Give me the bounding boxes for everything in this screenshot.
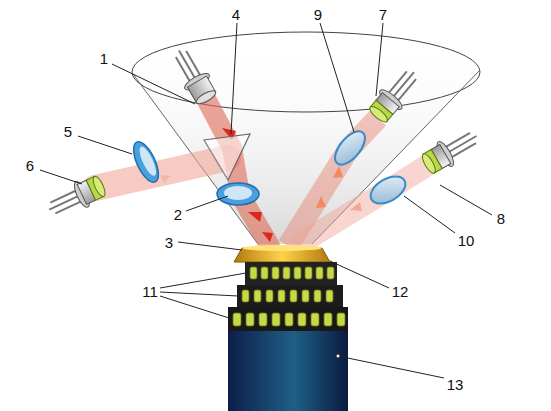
callout-number: 1 — [100, 51, 108, 66]
callout-number: 6 — [26, 158, 34, 173]
callout-number: 4 — [232, 7, 240, 22]
callout-number: 11 — [142, 284, 158, 299]
callout-number: 2 — [174, 207, 182, 222]
callout-number: 12 — [392, 284, 409, 299]
callout-number: 10 — [458, 233, 475, 248]
callout-number: 3 — [165, 235, 173, 250]
callout-number: 5 — [64, 124, 72, 139]
callout-number: 8 — [497, 211, 505, 226]
callout-number: 7 — [379, 7, 387, 22]
callout-number: 13 — [447, 377, 464, 392]
callout-number: 9 — [314, 7, 322, 22]
